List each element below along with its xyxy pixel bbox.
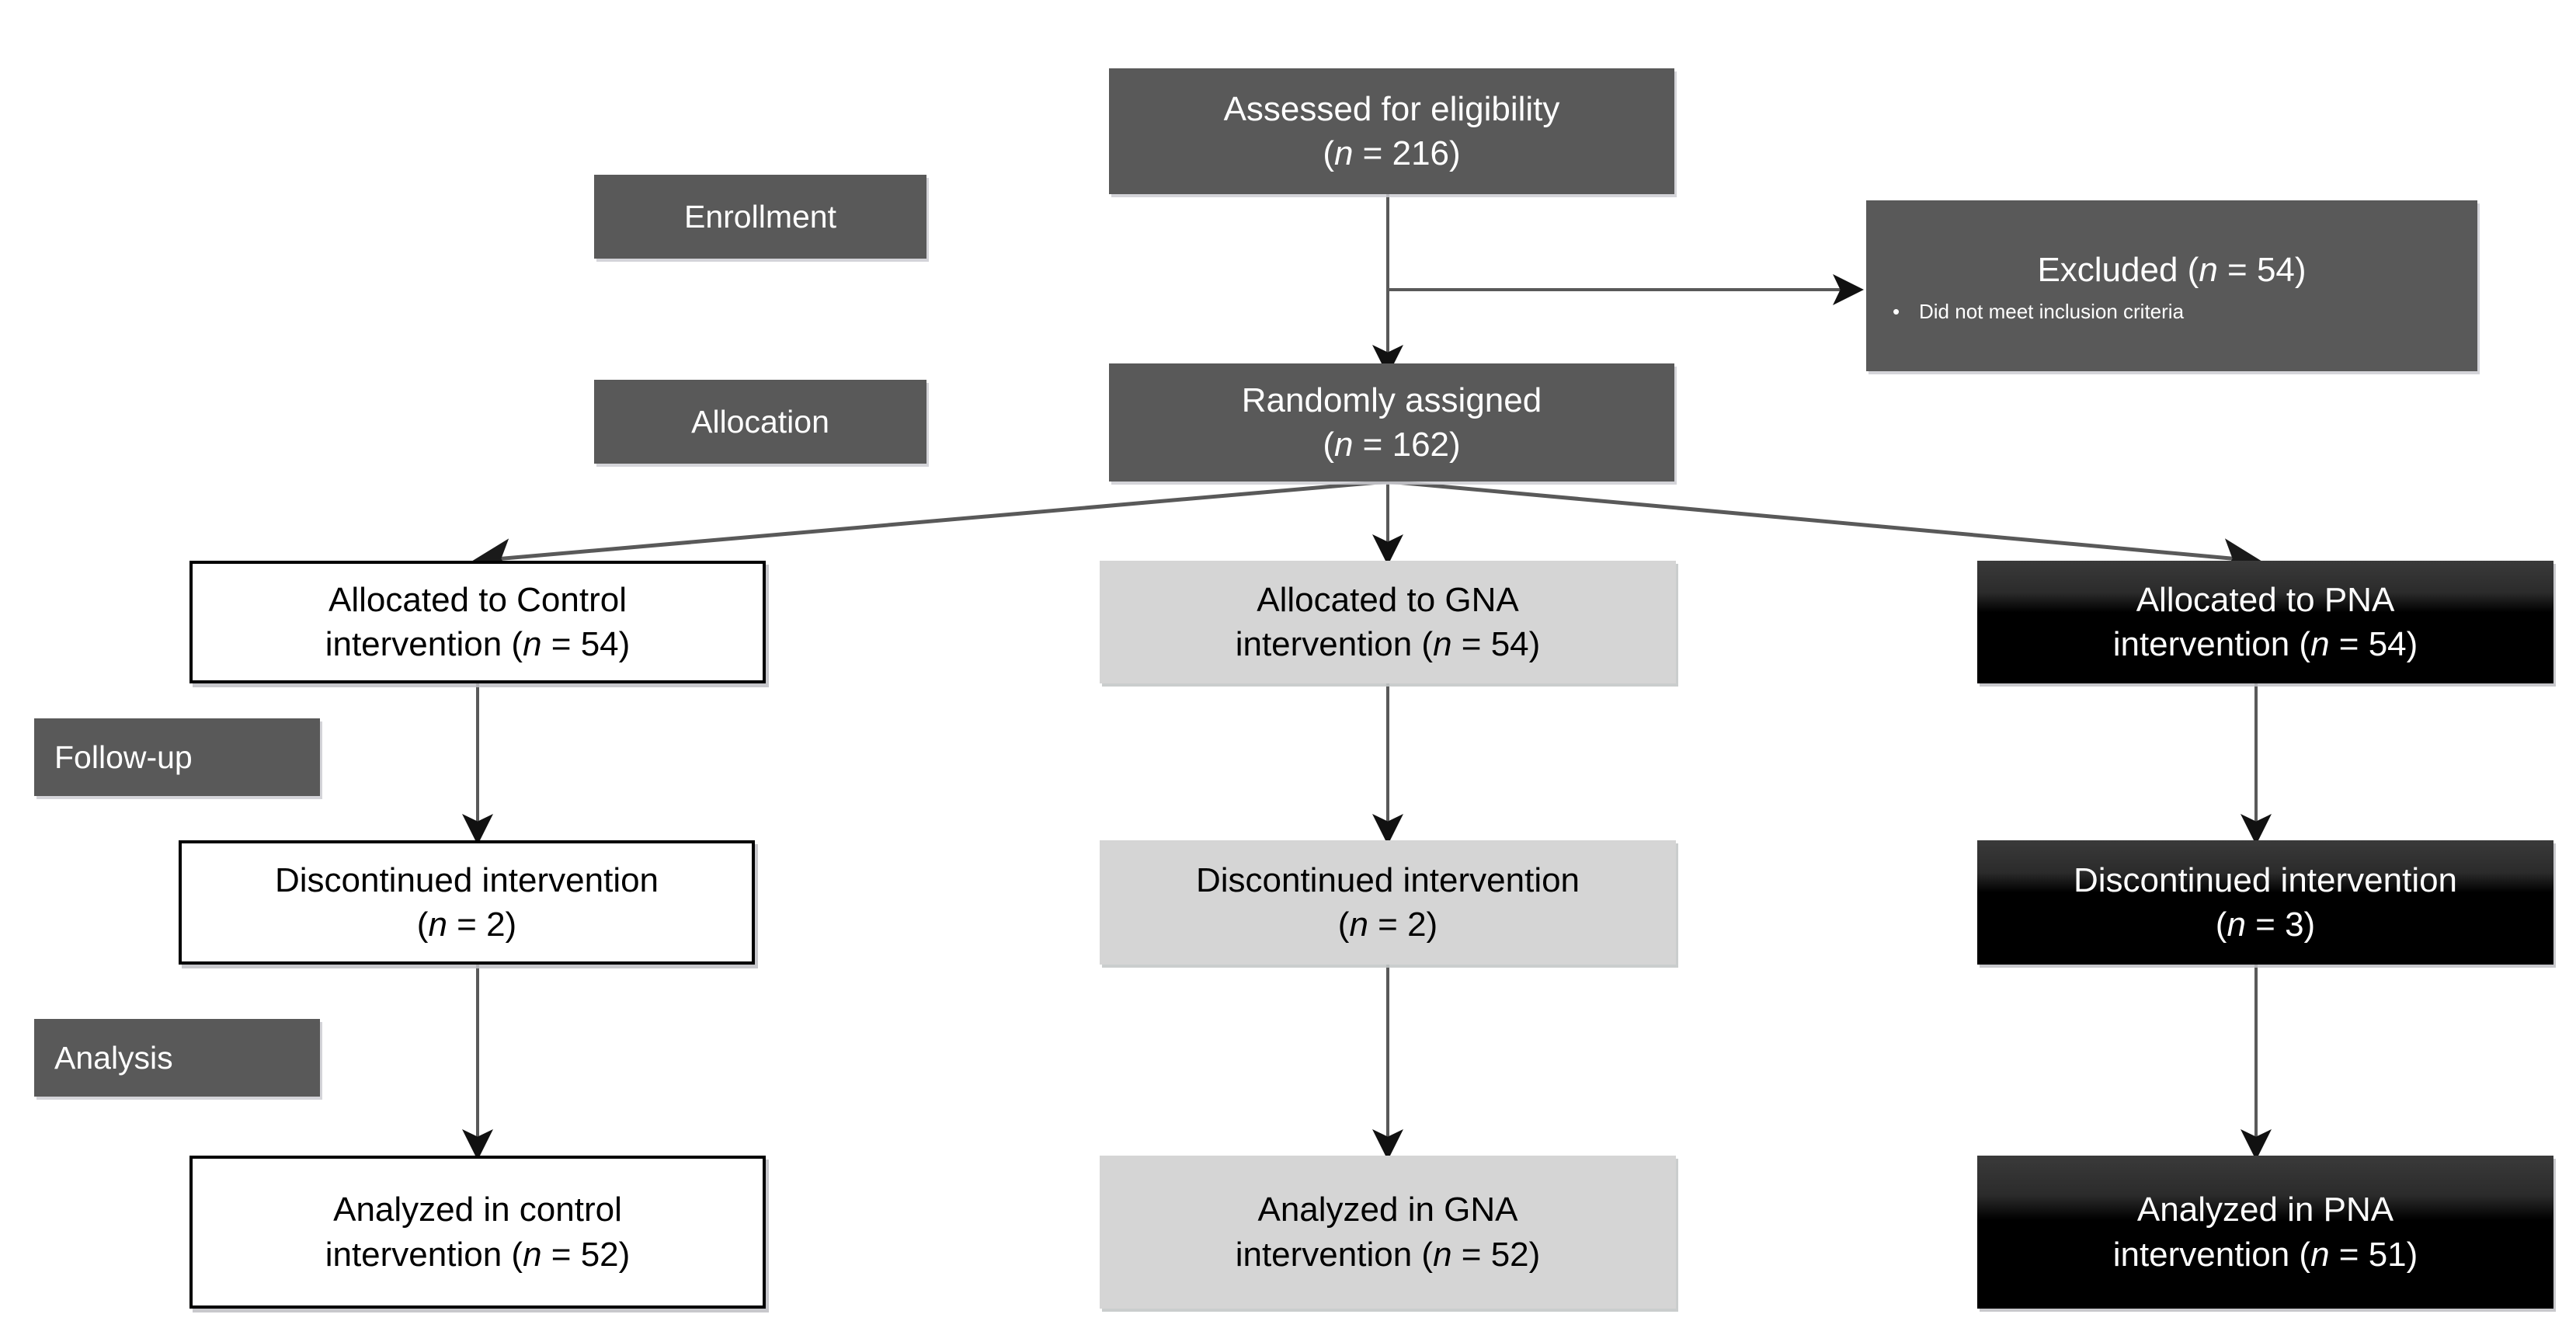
assessed-label: Assessed for eligibility	[1223, 89, 1560, 128]
node-randomly-assigned: Randomly assigned (n = 162)	[1109, 363, 1674, 482]
excluded-reason-item: • Did not meet inclusion criteria	[1866, 300, 2477, 324]
pna-allocated-label: Allocated to PNA	[2136, 580, 2395, 619]
bullet-icon: •	[1893, 300, 1900, 323]
italic-n: n	[428, 906, 447, 944]
node-assessed-for-eligibility: Assessed for eligibility (n = 216)	[1109, 68, 1674, 194]
italic-n: n	[2227, 906, 2246, 944]
edge-randomized-to-pna	[1387, 479, 2262, 578]
italic-n: n	[2310, 625, 2330, 663]
stage-label-analysis: Analysis	[34, 1019, 320, 1097]
gna-allocated-count: intervention (n = 54)	[1235, 625, 1541, 663]
italic-n: n	[2310, 1235, 2330, 1274]
italic-n: n	[1333, 426, 1354, 464]
control-analyzed-count: intervention (n = 52)	[325, 1235, 631, 1274]
pna-analyzed-count: intervention (n = 51)	[2112, 1235, 2418, 1274]
stage-label-allocation: Allocation	[594, 380, 926, 464]
stage-label-analysis-text: Analysis	[54, 1039, 173, 1076]
node-pna-discontinued: Discontinued intervention (n = 3)	[1977, 840, 2553, 965]
control-analyzed-label: Analyzed in control	[333, 1191, 622, 1229]
italic-n: n	[1433, 625, 1452, 663]
gna-allocated-label: Allocated to GNA	[1257, 580, 1519, 619]
excluded-title: Excluded (n = 54)	[2037, 250, 2307, 289]
randomized-label: Randomly assigned	[1241, 381, 1542, 419]
control-allocated-label: Allocated to Control	[329, 580, 627, 619]
control-discontinued-label: Discontinued intervention	[274, 860, 659, 899]
pna-allocated-count: intervention (n = 54)	[2112, 625, 2418, 663]
italic-n: n	[523, 1235, 542, 1274]
italic-n: n	[1433, 1235, 1452, 1274]
node-control-discontinued: Discontinued intervention (n = 2)	[179, 840, 755, 965]
control-allocated-count: intervention (n = 54)	[325, 625, 631, 663]
pna-discontinued-count: (n = 3)	[2215, 906, 2316, 944]
control-discontinued-count: (n = 2)	[416, 906, 517, 944]
gna-discontinued-count: (n = 2)	[1337, 906, 1438, 944]
node-gna-allocated: Allocated to GNA intervention (n = 54)	[1100, 561, 1676, 683]
gna-discontinued-label: Discontinued intervention	[1195, 860, 1580, 899]
italic-n: n	[523, 625, 542, 663]
stage-label-allocation-text: Allocation	[691, 403, 829, 440]
node-gna-discontinued: Discontinued intervention (n = 2)	[1100, 840, 1676, 965]
node-excluded: Excluded (n = 54) • Did not meet inclusi…	[1866, 200, 2477, 371]
node-pna-allocated: Allocated to PNA intervention (n = 54)	[1977, 561, 2553, 683]
italic-n: n	[2199, 250, 2218, 289]
pna-discontinued-label: Discontinued intervention	[2073, 860, 2458, 899]
node-control-analyzed: Analyzed in control intervention (n = 52…	[189, 1156, 766, 1309]
stage-label-followup: Follow-up	[34, 718, 320, 796]
stage-label-enrollment-text: Enrollment	[684, 198, 836, 235]
stage-label-followup-text: Follow-up	[54, 739, 193, 775]
randomized-count: (n = 162)	[1323, 426, 1461, 464]
pna-analyzed-label: Analyzed in PNA	[2136, 1191, 2394, 1229]
excluded-reason-text: Did not meet inclusion criteria	[1919, 300, 2185, 323]
node-gna-analyzed: Analyzed in GNA intervention (n = 52)	[1100, 1156, 1676, 1309]
edge-randomized-to-control	[471, 479, 1389, 578]
gna-analyzed-count: intervention (n = 52)	[1235, 1235, 1541, 1274]
node-control-allocated: Allocated to Control intervention (n = 5…	[189, 561, 766, 683]
gna-analyzed-label: Analyzed in GNA	[1257, 1191, 1518, 1229]
italic-n: n	[1349, 906, 1368, 944]
stage-label-enrollment: Enrollment	[594, 175, 926, 259]
node-pna-analyzed: Analyzed in PNA intervention (n = 51)	[1977, 1156, 2553, 1309]
italic-n: n	[1333, 134, 1354, 172]
assessed-count: (n = 216)	[1323, 134, 1461, 172]
